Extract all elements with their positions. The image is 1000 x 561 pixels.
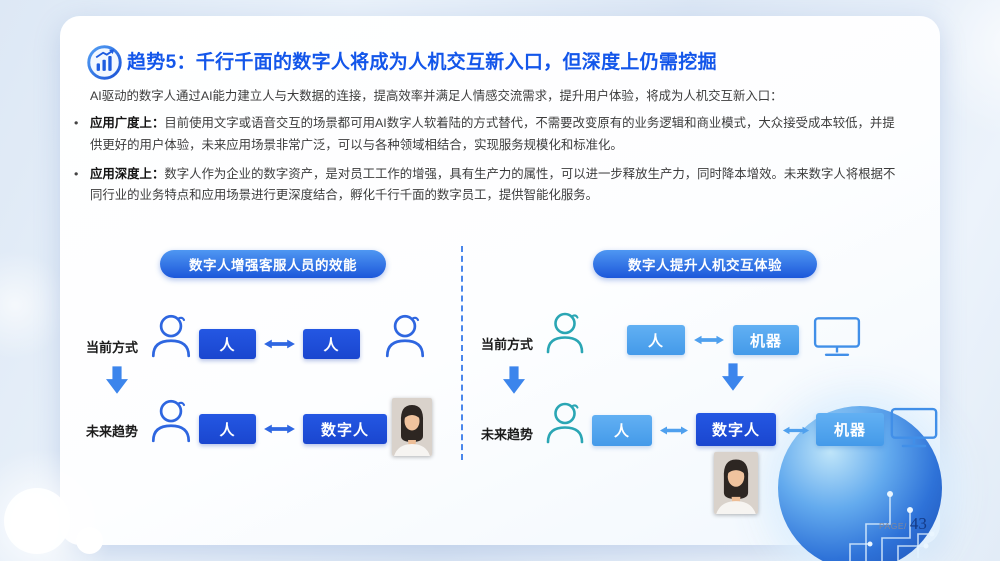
double-arrow-icon <box>263 336 296 352</box>
left-row2-label: 未来趋势 <box>86 424 139 439</box>
left-row1-label: 当前方式 <box>86 340 139 355</box>
machine-box: 机器 <box>816 413 884 446</box>
person-icon <box>146 310 196 360</box>
growth-chart-icon <box>86 44 123 81</box>
box-label: 人 <box>647 332 664 350</box>
person-icon <box>541 398 589 446</box>
box-label: 人 <box>613 423 630 440</box>
double-arrow-icon <box>693 332 725 348</box>
right-diagram-badge: 数字人提升人机交互体验 <box>593 250 817 278</box>
page-number: 43 <box>909 514 927 533</box>
intro-paragraph: AI驱动的数字人通过AI能力建立人与大数据的连接，提高效率并满足人情感交流需求，… <box>90 89 783 103</box>
box-label: 机器 <box>833 422 866 439</box>
person-box: 人 <box>592 415 652 446</box>
right-row2-label: 未来趋势 <box>481 427 534 442</box>
dashed-divider <box>461 246 463 460</box>
monitor-icon <box>813 316 861 358</box>
box-label: 人 <box>219 421 236 439</box>
double-arrow-icon <box>659 423 689 438</box>
digital-human-box: 数字人 <box>303 414 387 444</box>
person-box: 人 <box>199 329 256 359</box>
circuit-pattern-icon <box>849 491 935 561</box>
down-arrow-icon <box>106 366 128 394</box>
slide-title: 趋势5：千行千面的数字人将成为人机交互新入口，但深度上仍需挖掘 <box>127 52 717 73</box>
page-footer: PAGE/ 43 <box>879 514 927 534</box>
box-label: 人 <box>323 336 340 354</box>
bullet-text: 数字人作为企业的数字资产，是对员工工作的增强，具有生产力的属性，可以进一步释放生… <box>90 166 896 203</box>
double-arrow-icon <box>782 423 810 438</box>
bullet-label: 应用广度上： <box>90 116 165 131</box>
box-label: 数字人 <box>711 422 760 439</box>
bullet-label: 应用深度上： <box>90 166 165 181</box>
digital-human-photo <box>714 452 758 514</box>
person-icon <box>146 395 196 445</box>
bullet-text: 目前使用文字或语音交互的场景都可用AI数字人软着陆的方式替代，不需要改变原有的业… <box>90 116 895 152</box>
person-icon <box>541 308 589 356</box>
person-icon <box>380 310 430 360</box>
bullet-item: 应用深度上：数字人作为企业的数字资产，是对员工工作的增强，具有生产力的属性，可以… <box>68 164 906 207</box>
double-arrow-icon <box>263 421 296 437</box>
digital-human-photo <box>392 398 432 456</box>
monitor-icon <box>890 406 938 450</box>
bullet-item: 应用广度上：目前使用文字或语音交互的场景都可用AI数字人软着陆的方式替代，不需要… <box>68 113 906 156</box>
decor-circle-small <box>76 527 103 554</box>
down-arrow-icon <box>722 362 744 392</box>
body-text: AI驱动的数字人通过AI能力建立人与大数据的连接，提高效率并满足人情感交流需求，… <box>68 86 906 215</box>
left-diagram-badge: 数字人增强客服人员的效能 <box>160 250 386 278</box>
person-box: 人 <box>627 325 685 355</box>
box-label: 人 <box>219 336 236 354</box>
down-arrow-icon <box>503 366 525 394</box>
right-row1-label: 当前方式 <box>481 337 534 352</box>
person-box: 人 <box>303 329 360 359</box>
decor-circle-medium <box>4 488 70 554</box>
person-box: 人 <box>199 414 256 444</box>
box-label: 数字人 <box>320 421 369 439</box>
box-label: 机器 <box>749 332 782 350</box>
bullet-list: 应用广度上：目前使用文字或语音交互的场景都可用AI数字人软着陆的方式替代，不需要… <box>68 113 906 206</box>
page-label: PAGE/ <box>879 521 907 531</box>
machine-box: 机器 <box>733 325 799 355</box>
digital-human-box: 数字人 <box>696 413 776 446</box>
